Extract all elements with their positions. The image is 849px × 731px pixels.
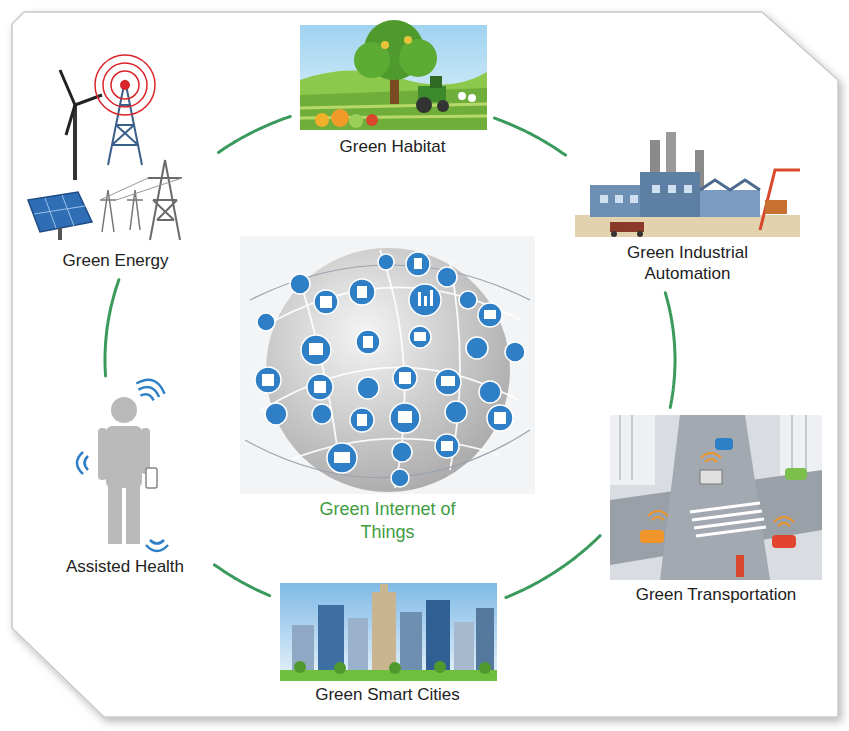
factory-picture (575, 132, 800, 237)
panel (12, 12, 838, 717)
habitat-picture (300, 20, 487, 130)
node-label: Green Habitat (295, 136, 490, 157)
node-label: Assisted Health (40, 556, 210, 577)
cycle-arc (105, 280, 119, 376)
domain-node: Green Industrial Automation (570, 128, 805, 289)
domain-node: Green Transportation (605, 412, 827, 609)
cycle-arc (219, 117, 291, 153)
cycle-arc (665, 293, 675, 408)
traffic-picture (610, 415, 822, 580)
node-label: Green Energy (31, 250, 201, 271)
domain-node: Green Smart Cities (275, 580, 500, 709)
skyline-picture (280, 583, 497, 681)
domain-node: Green Habitat (295, 22, 490, 161)
cycle-arc (215, 565, 270, 596)
globe-picture (240, 236, 535, 494)
center-node: Green Internet of Things (235, 232, 540, 547)
node-label: Green Transportation (605, 584, 827, 605)
person-picture (77, 375, 168, 551)
node-label: Green Smart Cities (275, 684, 500, 705)
cycle-arc (506, 536, 600, 598)
node-label: Green Internet of Things (298, 498, 478, 543)
domain-node: Assisted Health (40, 380, 210, 581)
cycle-arc (495, 118, 566, 155)
domain-node: Green Energy (18, 50, 213, 275)
node-label: Green Industrial Automation (602, 242, 774, 285)
energy-picture (28, 55, 182, 240)
